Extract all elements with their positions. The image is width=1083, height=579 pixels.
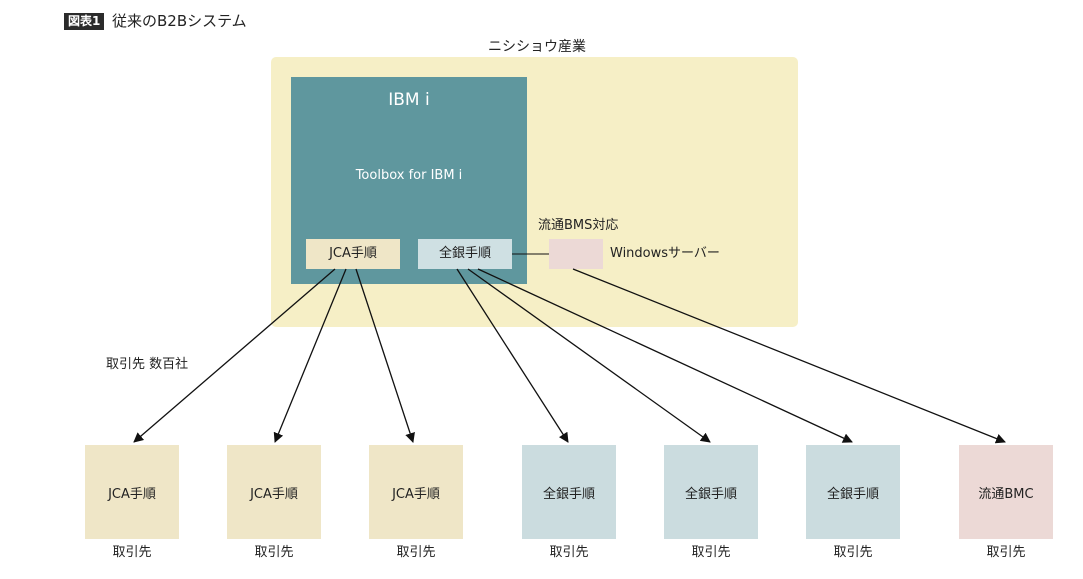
partners-count-label: 取引先 数百社 xyxy=(106,357,189,372)
partner-caption: 取引先 xyxy=(691,545,731,560)
ibm-i-title: IBM i xyxy=(388,90,430,110)
arrow-jca-1 xyxy=(133,268,336,443)
toolbox-label: Toolbox for IBM i xyxy=(355,168,463,183)
arrow-zengin-3 xyxy=(477,268,853,443)
windows-server-box xyxy=(549,239,603,269)
partner-box-bmc: 流通BMC xyxy=(959,445,1053,539)
figure-title: 従来のB2Bシステム xyxy=(112,12,247,30)
partner-caption: 取引先 xyxy=(549,545,589,560)
partner-caption: 取引先 xyxy=(833,545,873,560)
windows-server-label: Windowsサーバー xyxy=(610,246,720,261)
figure-label: 図表1 xyxy=(64,13,105,30)
arrow-zengin-2 xyxy=(467,268,711,443)
partner-box-jca: JCA手順 xyxy=(85,445,179,539)
partner-box-jca: JCA手順 xyxy=(369,445,463,539)
ryutsu-bms-label: 流通BMS対応 xyxy=(538,218,619,233)
partner-box-zengin: 全銀手順 xyxy=(664,445,758,539)
partner-caption: 取引先 xyxy=(254,545,294,560)
arrow-windows-bmc xyxy=(572,268,1006,444)
jca-protocol-box: JCA手順 xyxy=(306,239,400,269)
partner-box-zengin: 全銀手順 xyxy=(806,445,900,539)
arrow-zengin-1 xyxy=(456,268,569,443)
arrow-jca-2 xyxy=(273,268,347,443)
company-name: ニシショウ産業 xyxy=(488,39,586,55)
partner-caption: 取引先 xyxy=(112,545,152,560)
zengin-protocol-box: 全銀手順 xyxy=(418,239,512,269)
partner-caption: 取引先 xyxy=(986,545,1026,560)
arrow-jca-3 xyxy=(355,268,415,443)
partner-box-zengin: 全銀手順 xyxy=(522,445,616,539)
partner-caption: 取引先 xyxy=(396,545,436,560)
partner-box-jca: JCA手順 xyxy=(227,445,321,539)
